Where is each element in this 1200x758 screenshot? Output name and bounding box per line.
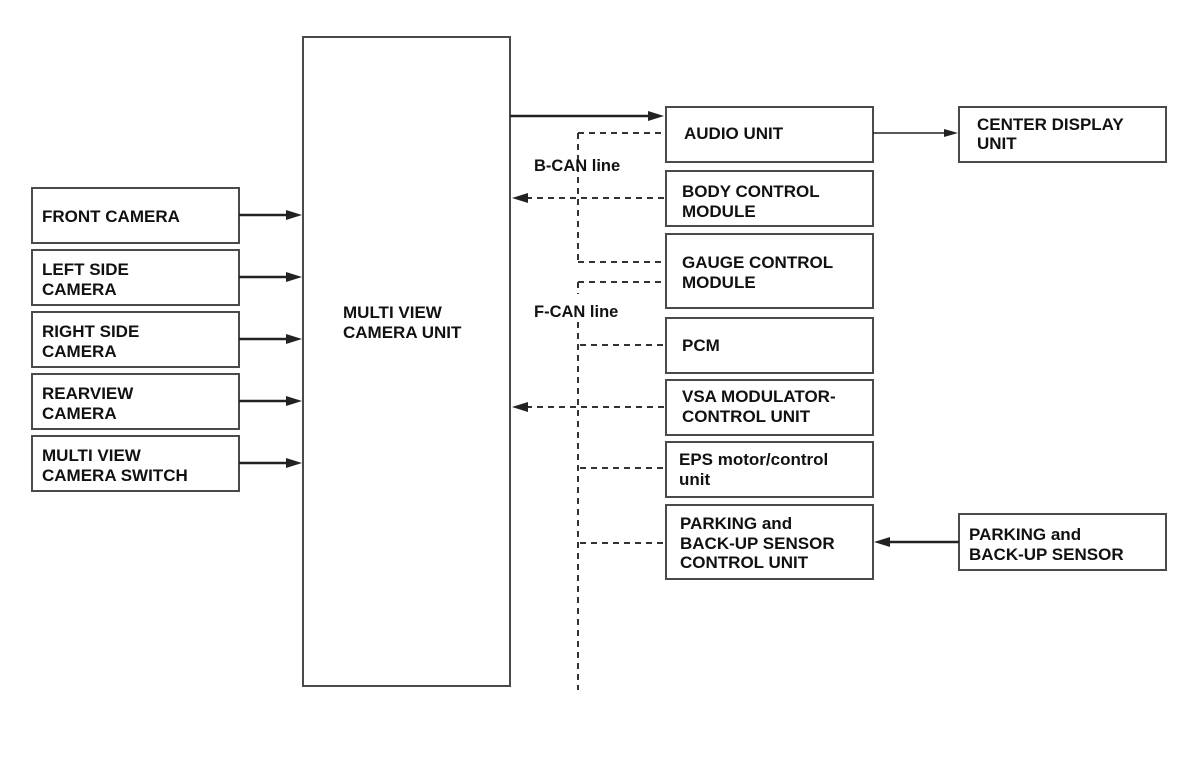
body-control-label-line1: BODY CONTROL bbox=[682, 182, 820, 201]
vsa-modulator-control-unit-block: VSA MODULATOR- CONTROL UNIT bbox=[665, 379, 874, 436]
b-can-bus: B-CAN line bbox=[534, 132, 665, 263]
body-control-label-line2: MODULE bbox=[682, 202, 756, 221]
gauge-control-label-line2: MODULE bbox=[682, 273, 756, 292]
f-can-bus: F-CAN line bbox=[534, 281, 665, 690]
right-side-camera-label-line1: RIGHT SIDE bbox=[42, 322, 139, 341]
rearview-camera-label-line1: REARVIEW bbox=[42, 384, 134, 403]
parking-sensor-label-line1: PARKING and bbox=[969, 525, 1081, 544]
main-unit-label-line1: MULTI VIEW bbox=[343, 303, 443, 322]
right-side-camera-block: RIGHT SIDE CAMERA bbox=[31, 311, 240, 368]
rearview-camera-block: REARVIEW CAMERA bbox=[31, 373, 240, 430]
camera-switch-label-line1: MULTI VIEW bbox=[42, 446, 142, 465]
f-can-line-label: F-CAN line bbox=[534, 303, 618, 321]
parking-sensor-block: PARKING and BACK-UP SENSOR bbox=[958, 513, 1167, 571]
parking-control-label-line3: CONTROL UNIT bbox=[680, 553, 809, 572]
front-camera-block: FRONT CAMERA bbox=[31, 187, 240, 244]
camera-switch-block: MULTI VIEW CAMERA SWITCH bbox=[31, 435, 240, 492]
parking-control-label-line1: PARKING and bbox=[680, 514, 792, 533]
pcm-block: PCM bbox=[665, 317, 874, 374]
audio-unit-label: AUDIO UNIT bbox=[684, 124, 784, 143]
right-side-camera-label-line2: CAMERA bbox=[42, 342, 117, 361]
center-display-label-line2: UNIT bbox=[977, 134, 1017, 153]
parking-sensor-control-unit-block: PARKING and BACK-UP SENSOR CONTROL UNIT bbox=[665, 504, 874, 580]
pcm-label: PCM bbox=[682, 336, 720, 355]
left-side-camera-label-line1: LEFT SIDE bbox=[42, 260, 129, 279]
left-side-camera-label-line2: CAMERA bbox=[42, 280, 117, 299]
parking-sensor-label-line2: BACK-UP SENSOR bbox=[969, 545, 1124, 564]
sensor-to-control-arrow bbox=[874, 537, 959, 547]
vsa-label-line2: CONTROL UNIT bbox=[682, 407, 811, 426]
rearview-camera-label-line2: CAMERA bbox=[42, 404, 117, 423]
front-camera-label: FRONT CAMERA bbox=[42, 207, 180, 226]
audio-to-display-arrow bbox=[873, 129, 958, 137]
multi-view-camera-unit-block: MULTI VIEW CAMERA UNIT bbox=[302, 36, 511, 687]
audio-unit-block: AUDIO UNIT bbox=[665, 106, 874, 163]
eps-label-line1: EPS motor/control bbox=[679, 450, 828, 469]
gauge-control-module-block: GAUGE CONTROL MODULE bbox=[665, 233, 874, 309]
camera-switch-label-line2: CAMERA SWITCH bbox=[42, 466, 188, 485]
center-display-unit-block: CENTER DISPLAY UNIT bbox=[958, 106, 1167, 163]
b-can-line-label: B-CAN line bbox=[534, 157, 620, 175]
input-arrows bbox=[239, 210, 302, 468]
eps-label-line2: unit bbox=[679, 470, 710, 489]
eps-control-unit-block: EPS motor/control unit bbox=[665, 441, 874, 498]
body-control-module-block: BODY CONTROL MODULE bbox=[665, 170, 874, 227]
gauge-control-label-line1: GAUGE CONTROL bbox=[682, 253, 833, 272]
center-display-label-line1: CENTER DISPLAY bbox=[977, 115, 1124, 134]
parking-control-label-line2: BACK-UP SENSOR bbox=[680, 534, 835, 553]
main-unit-label-line2: CAMERA UNIT bbox=[343, 323, 462, 342]
left-side-camera-block: LEFT SIDE CAMERA bbox=[31, 249, 240, 306]
vsa-label-line1: VSA MODULATOR- bbox=[682, 387, 836, 406]
main-unit-connections bbox=[510, 111, 665, 412]
